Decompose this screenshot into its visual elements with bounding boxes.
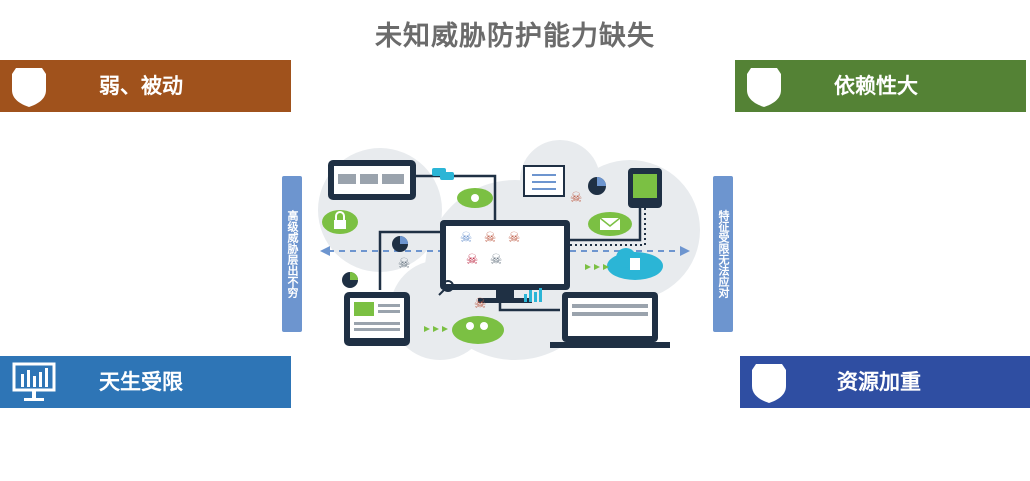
banner-top-right: 依赖性大 [735, 60, 1026, 112]
banner-label: 依赖性大 [834, 74, 918, 98]
lock-bubble-icon [322, 210, 358, 234]
svg-text:☠: ☠ [570, 190, 583, 206]
cloud-device-icon [607, 248, 663, 280]
arrow-head-left [320, 246, 330, 256]
banner-label: 天生受限 [99, 370, 183, 394]
bar-chart-icon [524, 288, 542, 302]
svg-text:☠: ☠ [398, 256, 411, 272]
green-arrows-icon [424, 264, 609, 332]
pie-chart-icon [588, 177, 606, 195]
clipboard-icon [523, 165, 565, 197]
shield-icon [752, 364, 786, 403]
svg-text:☠: ☠ [460, 230, 473, 246]
tablet-bottom-left-icon [344, 292, 410, 346]
chat-bubble-icon [432, 168, 454, 180]
email-bubble-icon [588, 212, 632, 236]
banner-bottom-left: 天生受限 [0, 356, 291, 408]
monitor-chart-icon [12, 362, 56, 401]
users-cloud-icon [452, 316, 504, 344]
laptop-icon [550, 292, 670, 348]
banner-label: 弱、被动 [99, 74, 183, 98]
shield-icon [12, 68, 46, 107]
svg-text:☠: ☠ [490, 252, 503, 268]
shield-icon [747, 68, 781, 107]
banner-top-left: 弱、被动 [0, 60, 291, 112]
smartphone-icon [628, 168, 662, 208]
svg-text:☠: ☠ [474, 296, 487, 312]
svg-text:☠: ☠ [466, 252, 479, 268]
banner-label: 资源加重 [837, 370, 921, 394]
tablet-top-left-icon [328, 160, 416, 200]
page-title: 未知威胁防护能力缺失 [375, 21, 655, 52]
pie-chart-icon [392, 236, 408, 252]
arrow-head-right [680, 246, 690, 256]
network-threat-illustration: ☠ ☠ ☠ ☠ ☠ ☠ ☠ ☠ ☠ [318, 140, 700, 360]
svg-text:☠: ☠ [484, 230, 497, 246]
left-side-label: 高级威胁层出不穷 [282, 176, 302, 332]
banner-bottom-right: 资源加重 [740, 356, 1030, 408]
svg-text:☠: ☠ [508, 230, 521, 246]
pie-chart-icon [342, 272, 358, 288]
magnifier-icon [438, 280, 454, 296]
dotted-line [570, 198, 646, 246]
right-side-label: 特征受限无法应对 [713, 176, 733, 332]
settings-bubble-icon [457, 188, 493, 208]
central-monitor-icon [440, 220, 570, 303]
